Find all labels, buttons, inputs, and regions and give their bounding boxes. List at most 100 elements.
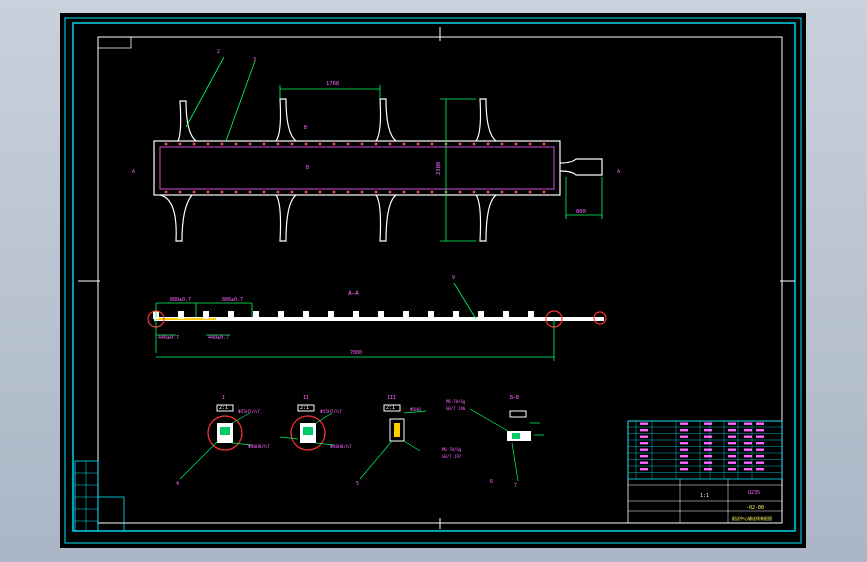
tb-scale: 1:1 bbox=[700, 493, 709, 499]
tb-cell-mark bbox=[640, 422, 648, 425]
detail-4-note-4: GB/T 197 bbox=[442, 454, 462, 459]
section-b-top: B bbox=[304, 125, 307, 131]
bolt-mark bbox=[486, 142, 490, 146]
bolt-mark bbox=[164, 142, 168, 146]
detail-1-lbl2: Φ40H8/h7 bbox=[248, 444, 270, 450]
bolt-mark bbox=[248, 190, 252, 194]
bolt-mark bbox=[192, 190, 196, 194]
bolt-mark bbox=[332, 142, 336, 146]
tb-cell-mark bbox=[680, 422, 688, 425]
bolt-mark bbox=[416, 142, 420, 146]
bolt-mark bbox=[248, 142, 252, 146]
tb-cell-mark bbox=[728, 461, 736, 464]
tb-cell-mark bbox=[640, 461, 648, 464]
tb-cell-mark bbox=[640, 455, 648, 458]
detail-3-scale: 2:1 bbox=[386, 405, 395, 411]
detail-1-lbl1: Φ55H7/h7 bbox=[238, 409, 260, 415]
bolt-mark bbox=[318, 142, 322, 146]
carrier-block bbox=[378, 311, 384, 319]
carrier-block bbox=[228, 311, 234, 319]
tb-cell-mark bbox=[704, 455, 712, 458]
tb-cell-mark bbox=[680, 455, 688, 458]
bolt-mark bbox=[416, 190, 420, 194]
tb-cell-mark bbox=[680, 442, 688, 445]
bolt-mark bbox=[388, 190, 392, 194]
bolt-mark bbox=[290, 142, 294, 146]
bolt-mark bbox=[178, 142, 182, 146]
tb-cell-mark bbox=[728, 455, 736, 458]
bolt-mark bbox=[528, 142, 532, 146]
bolt-mark bbox=[528, 190, 532, 194]
carrier-block bbox=[253, 311, 259, 319]
balloon-9: 9 bbox=[452, 275, 455, 281]
carrier-block bbox=[478, 311, 484, 319]
bolt-mark bbox=[514, 142, 518, 146]
bolt-mark bbox=[458, 142, 462, 146]
detail-3-lbl1: Φ5H8 bbox=[410, 407, 421, 413]
bolt-mark bbox=[500, 190, 504, 194]
tb-name: 配送中心输送线装配图 bbox=[732, 515, 772, 521]
tb-cell-mark bbox=[680, 448, 688, 451]
bolt-mark bbox=[192, 142, 196, 146]
tb-cell-mark bbox=[704, 429, 712, 432]
tb-cell-mark bbox=[704, 435, 712, 438]
tb-cell-mark bbox=[704, 448, 712, 451]
balloon-4: 4 bbox=[176, 481, 179, 487]
carrier-block bbox=[528, 311, 534, 319]
detail-1-scale: 2:1 bbox=[219, 405, 228, 411]
tb-material: Q235 bbox=[748, 490, 760, 496]
carrier-block bbox=[453, 311, 459, 319]
tb-cell-mark bbox=[756, 442, 764, 445]
cad-drawing: 1768 2300 800 B B A A 2 3 A—A 880±0.7 88… bbox=[64, 17, 802, 544]
tb-cell-mark bbox=[756, 455, 764, 458]
balloon-3: 3 bbox=[253, 57, 256, 63]
bolt-mark bbox=[290, 190, 294, 194]
bolt-mark bbox=[388, 142, 392, 146]
tb-cell-mark bbox=[704, 461, 712, 464]
bolt-mark bbox=[514, 190, 518, 194]
tb-cell-mark bbox=[756, 461, 764, 464]
bolt-mark bbox=[374, 142, 378, 146]
bolt-mark bbox=[472, 142, 476, 146]
tb-cell-mark bbox=[744, 442, 752, 445]
tb-cell-mark bbox=[704, 468, 712, 471]
tb-cell-mark bbox=[756, 468, 764, 471]
carrier-block bbox=[303, 311, 309, 319]
bolt-mark bbox=[458, 190, 462, 194]
tb-cell-mark bbox=[756, 448, 764, 451]
detail-2-scale: 2:1 bbox=[300, 405, 309, 411]
tb-cell-mark bbox=[744, 461, 752, 464]
balloon-7: 7 bbox=[514, 483, 517, 489]
tb-cell-mark bbox=[704, 442, 712, 445]
tb-cell-mark bbox=[640, 448, 648, 451]
tb-cell-mark bbox=[756, 435, 764, 438]
tb-cell-mark bbox=[680, 468, 688, 471]
tb-cell-mark bbox=[744, 429, 752, 432]
tb-cell-mark bbox=[640, 468, 648, 471]
dim-top2: 880±0.7 bbox=[222, 297, 243, 303]
detail-4-note-3: M6-7H/6g bbox=[442, 447, 462, 452]
tb-cell-mark bbox=[728, 429, 736, 432]
section-title: A—A bbox=[348, 290, 359, 297]
carrier-block bbox=[203, 311, 209, 319]
view-marker-left: A bbox=[132, 169, 135, 175]
carrier-block bbox=[278, 311, 284, 319]
tb-cell-mark bbox=[680, 461, 688, 464]
bolt-mark bbox=[360, 190, 364, 194]
tb-cell-mark bbox=[756, 429, 764, 432]
view-marker-right: A bbox=[617, 169, 620, 175]
tb-cell-mark bbox=[744, 455, 752, 458]
detail-4-note-2: GB/T 196 bbox=[446, 406, 466, 411]
bolt-mark bbox=[276, 142, 280, 146]
tb-cell-mark bbox=[640, 429, 648, 432]
tb-cell-mark bbox=[728, 422, 736, 425]
tb-cell-mark bbox=[728, 468, 736, 471]
bolt-mark bbox=[206, 190, 210, 194]
drawing-sheet: 1768 2300 800 B B A A 2 3 A—A 880±0.7 88… bbox=[60, 13, 806, 548]
bolt-mark bbox=[472, 190, 476, 194]
tb-cell-mark bbox=[680, 429, 688, 432]
detail-2-lbl2: Φ40H8/h7 bbox=[330, 444, 352, 450]
balloon-5: 5 bbox=[356, 481, 359, 487]
tb-cell-mark bbox=[640, 442, 648, 445]
balloon-6: 6 bbox=[490, 479, 493, 485]
